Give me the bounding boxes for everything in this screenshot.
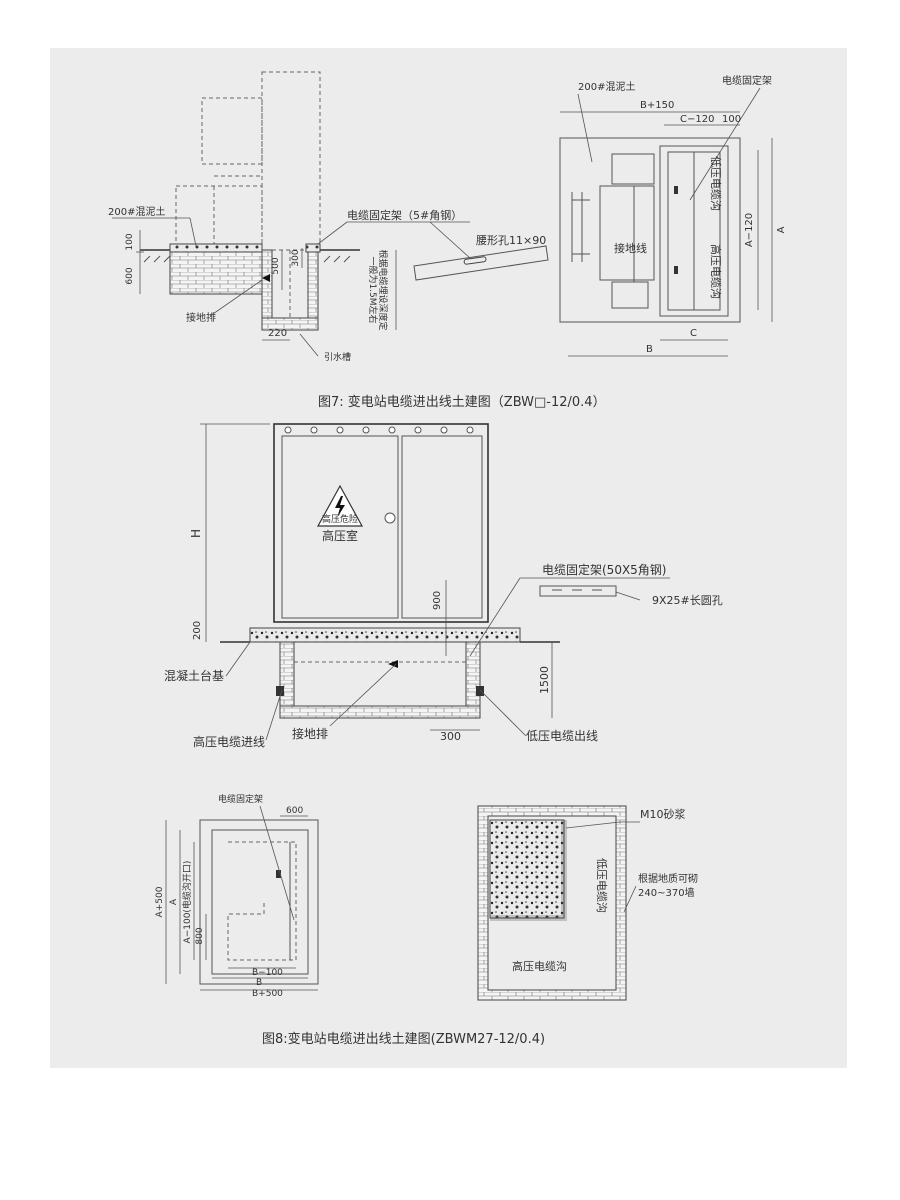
fig8-plan: 电缆固定架 600 A+500 A A−100(电缆沟开口) 800 B−100… bbox=[155, 793, 319, 999]
dim-a100: A−100(电缆沟开口) bbox=[181, 861, 193, 944]
foundation-outline bbox=[199, 819, 319, 985]
slot-hole-icon bbox=[463, 256, 487, 265]
cable-trench bbox=[659, 145, 729, 317]
fig8-dim-800: 800 bbox=[195, 927, 205, 944]
dim-a500: A+500 bbox=[155, 886, 165, 917]
long-hole-label: 9X25#长圆孔 bbox=[652, 594, 723, 607]
cabinet-outline-upper bbox=[201, 97, 263, 165]
concrete-cap bbox=[169, 243, 263, 253]
fig7-left-section: 100 600 500 300 根据电缆埋设深度定 一般为1.5M左右 220 … bbox=[108, 71, 549, 363]
fig8-bracket-label: 电缆固定架(50X5角钢) bbox=[542, 562, 667, 577]
dim-b100: B−100 bbox=[252, 968, 283, 978]
fig8-lv-trench: 低压电缆沟 bbox=[595, 858, 608, 913]
fig8-ground-bar-label: 接地排 bbox=[292, 726, 328, 741]
dim-900: 900 bbox=[432, 591, 443, 610]
ground-bar-icon bbox=[262, 274, 270, 282]
fig8-plan-bracket-label: 电缆固定架 bbox=[218, 793, 263, 805]
dim-b500: B+500 bbox=[252, 989, 283, 999]
fig7-dim-500: 500 bbox=[271, 257, 281, 274]
slot-hole-label: 腰形孔11×90 bbox=[476, 234, 546, 247]
mortar-label: M10砂浆 bbox=[640, 807, 686, 821]
angle-steel-detail bbox=[539, 585, 617, 597]
fig7-ground-bar-label: 接地排 bbox=[186, 311, 216, 324]
drain-label: 引水槽 bbox=[324, 351, 351, 363]
fig8-caption: 图8:变电站电缆进出线土建图(ZBWM27-12/0.4) bbox=[262, 1031, 545, 1047]
hv-in-label: 高压电缆进线 bbox=[193, 734, 265, 749]
fig7-right-dim-100: 100 bbox=[722, 114, 741, 125]
fig7-left-concrete-label: 200#混泥土 bbox=[108, 205, 165, 218]
gravel-fill bbox=[489, 819, 565, 919]
pit-floor bbox=[279, 705, 481, 719]
dim-b150: B+150 bbox=[640, 100, 674, 111]
wall-note-line1: 根据地质可砌 bbox=[638, 872, 698, 885]
fig8-elevation: 高压危险 高压室 H 200 900 1500 300 电缆固定架(50X5角钢… bbox=[164, 423, 723, 749]
fig7-dim-300: 300 bbox=[291, 249, 301, 266]
fig7-lv-trench: 低压电缆沟 bbox=[709, 156, 722, 211]
dim-h: H bbox=[189, 529, 203, 538]
dim-1500: 1500 bbox=[538, 666, 551, 694]
fig7-dim-b: B bbox=[646, 344, 653, 355]
fig8-dim-b: B bbox=[256, 978, 262, 988]
fig7-right-plan: 200#混泥土 电缆固定架 B+150 C−120 100 接地线 低压电缆沟 … bbox=[559, 74, 787, 357]
fig7-dim-c: C bbox=[690, 328, 697, 339]
fig8-trench: 低压电缆沟 高压电缆沟 M10砂浆 根据地质可砌 240~370墙 bbox=[477, 805, 698, 1001]
brick-foundation bbox=[169, 249, 263, 295]
cabinet-bolts bbox=[284, 426, 474, 434]
lv-out-label: 低压电缆出线 bbox=[526, 729, 598, 743]
lightning-icon bbox=[335, 496, 345, 518]
fig8-dim-300: 300 bbox=[440, 730, 461, 743]
fig7-dim-a: A bbox=[776, 226, 787, 233]
fig8-dim-200: 200 bbox=[192, 621, 203, 640]
fig7-caption: 图7: 变电站电缆进出线土建图（ZBW□-12/0.4） bbox=[318, 394, 606, 410]
hv-room-door bbox=[281, 435, 399, 619]
concrete-plinth bbox=[249, 627, 521, 643]
angle-steel-bracket bbox=[413, 245, 549, 281]
fig8-dim-a: A bbox=[169, 898, 179, 905]
fig7-dim-220: 220 bbox=[268, 328, 287, 339]
plinth-label: 混凝土台基 bbox=[164, 668, 224, 683]
cabinet-outline-rear bbox=[261, 71, 321, 251]
fig7-bracket-label: 电缆固定架（5#角钢） bbox=[347, 208, 462, 222]
fig7-right-bracket-label: 电缆固定架 bbox=[722, 74, 772, 87]
fig7-dim-100: 100 bbox=[125, 233, 135, 250]
dim-c120: C−120 bbox=[680, 114, 714, 125]
hv-room-label: 高压室 bbox=[322, 528, 358, 543]
fig7-right-concrete-label: 200#混泥土 bbox=[578, 80, 635, 93]
warning-label: 高压危险 bbox=[322, 513, 358, 525]
fig7-dim-600: 600 bbox=[125, 267, 135, 284]
dim-a120: A−120 bbox=[744, 213, 755, 247]
concrete-slab bbox=[559, 137, 741, 323]
fig8-hv-trench: 高压电缆沟 bbox=[512, 959, 567, 973]
substation-cabinet bbox=[273, 423, 489, 623]
depth-note-line1: 根据电缆埋设深度定 bbox=[377, 249, 389, 330]
wall-note-line2: 240~370墙 bbox=[638, 886, 695, 899]
door-handle[interactable] bbox=[384, 512, 396, 524]
fig8-dim-600: 600 bbox=[286, 806, 303, 816]
ground-line-label: 接地线 bbox=[614, 241, 647, 255]
fig7-hv-trench: 高压电缆沟 bbox=[709, 244, 723, 299]
depth-note-line2: 一般为1.5M左右 bbox=[367, 256, 379, 323]
